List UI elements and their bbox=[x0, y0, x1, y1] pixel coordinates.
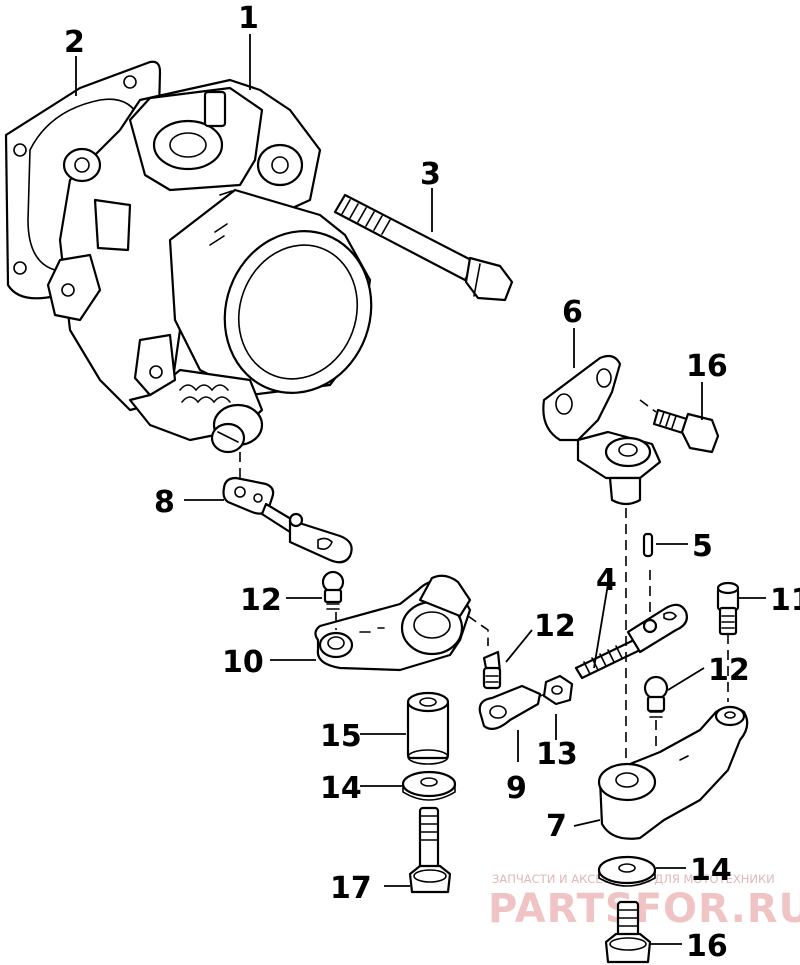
callout-1: 1 bbox=[238, 1, 259, 36]
callout-12-c: 12 bbox=[708, 653, 750, 688]
part-16-bolt-upper bbox=[639, 399, 720, 454]
callout-14-b: 14 bbox=[690, 853, 732, 888]
part-14-washer-b bbox=[597, 855, 657, 887]
part-15-spacer bbox=[406, 691, 450, 765]
part-6-bracket bbox=[542, 354, 662, 770]
leader-lines bbox=[75, 34, 766, 945]
part-4-adjuster-rod bbox=[574, 570, 688, 680]
callout-5: 5 bbox=[692, 529, 713, 564]
watermark: ЗАПЧАСТИ И АКСЕССУАРЫ ДЛЯ МОТОТЕХНИКИ PA… bbox=[488, 872, 800, 932]
callout-11: 11 bbox=[770, 583, 800, 618]
callout-12-b: 12 bbox=[534, 609, 576, 644]
callout-7: 7 bbox=[546, 809, 567, 844]
callout-6: 6 bbox=[562, 295, 583, 330]
callout-12-a: 12 bbox=[240, 583, 282, 618]
callout-10: 10 bbox=[222, 645, 264, 680]
part-12-ball-stud-c bbox=[643, 675, 669, 718]
callout-15: 15 bbox=[320, 719, 362, 754]
callout-17: 17 bbox=[330, 871, 372, 906]
callout-16-upper: 16 bbox=[686, 349, 728, 384]
part-3-bolt bbox=[333, 193, 514, 302]
part-17-bolt bbox=[408, 806, 452, 894]
part-7-lever bbox=[597, 705, 749, 840]
callout-16-lower: 16 bbox=[686, 929, 728, 964]
part-8-link-rod bbox=[222, 452, 353, 564]
callout-13: 13 bbox=[536, 737, 578, 772]
callout-2: 2 bbox=[64, 25, 85, 60]
watermark-brand: PARTSFOR.RU bbox=[488, 886, 800, 932]
callout-3: 3 bbox=[420, 157, 441, 192]
part-5-pin bbox=[642, 532, 654, 558]
callout-9: 9 bbox=[506, 771, 527, 806]
part-12-ball-stud-b bbox=[482, 650, 502, 690]
part-9-rod-end bbox=[478, 684, 557, 731]
part-1-throttle-body bbox=[46, 78, 373, 454]
part-16-bolt-lower bbox=[604, 900, 652, 964]
part-14-washer-a bbox=[401, 770, 457, 801]
part-13-nut bbox=[542, 674, 574, 706]
part-11-stud bbox=[716, 581, 740, 702]
part-10-lever bbox=[314, 574, 489, 672]
callout-8: 8 bbox=[154, 485, 175, 520]
callout-labels: 1 2 3 6 16 8 5 4 12 11 12 10 12 15 13 14… bbox=[64, 1, 800, 964]
callout-4: 4 bbox=[596, 563, 617, 598]
part-12-ball-stud-a bbox=[321, 570, 345, 610]
callout-14-a: 14 bbox=[320, 771, 362, 806]
